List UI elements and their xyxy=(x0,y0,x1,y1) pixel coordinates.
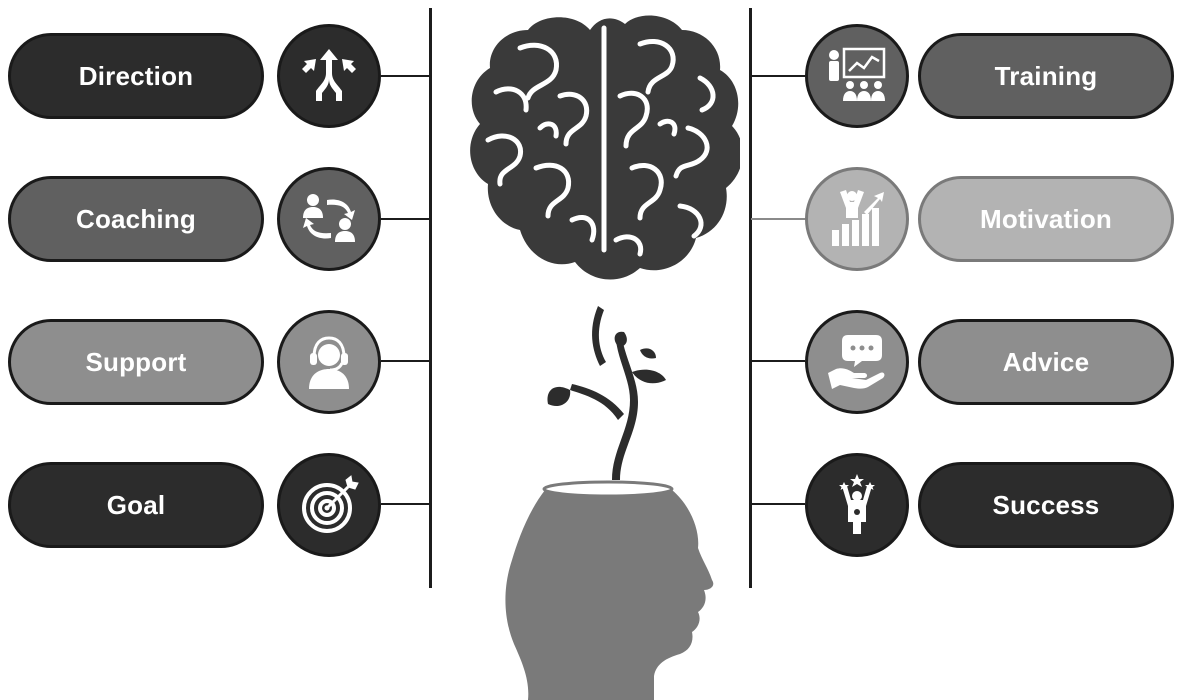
training-icon-badge xyxy=(805,24,909,128)
success-label: Success xyxy=(992,489,1100,520)
direction-icon-badge xyxy=(277,24,381,128)
connector-line xyxy=(381,503,430,505)
goal-label: Goal xyxy=(106,489,166,520)
connector-line xyxy=(381,218,430,220)
coaching-pill: Coaching xyxy=(8,176,264,262)
success-winner-icon xyxy=(839,474,875,534)
connector-line xyxy=(751,360,805,362)
central-illustration xyxy=(470,15,740,700)
advice-hand-speech-icon xyxy=(828,335,885,389)
direction-label: Direction xyxy=(78,60,194,91)
goal-icon-badge xyxy=(277,453,381,557)
connector-line xyxy=(381,360,430,362)
direction-arrows-icon xyxy=(302,49,356,101)
support-headset-icon xyxy=(309,336,349,389)
brain-icon xyxy=(470,15,740,280)
training-presentation-icon xyxy=(829,47,886,101)
support-label: Support xyxy=(85,346,187,377)
advice-label: Advice xyxy=(1002,346,1090,377)
motivation-pill: Motivation xyxy=(918,176,1174,262)
coaching-exchange-icon xyxy=(303,194,355,242)
coaching-label: Coaching xyxy=(75,203,197,234)
motivation-icon-badge xyxy=(805,167,909,271)
coaching-icon-badge xyxy=(277,167,381,271)
target-icon xyxy=(302,475,359,533)
training-pill: Training xyxy=(918,33,1174,119)
connector-line xyxy=(381,75,430,77)
support-icon-badge xyxy=(277,310,381,414)
success-pill: Success xyxy=(918,462,1174,548)
connector-line xyxy=(751,218,805,220)
connector-line xyxy=(751,503,805,505)
training-label: Training xyxy=(994,60,1098,91)
left-spine-line xyxy=(429,8,432,588)
connector-line xyxy=(751,75,805,77)
head-profile-icon xyxy=(505,480,714,700)
direction-pill: Direction xyxy=(8,33,264,119)
support-pill: Support xyxy=(8,319,264,405)
success-icon-badge xyxy=(805,453,909,557)
sprout-icon xyxy=(547,306,666,480)
motivation-label: Motivation xyxy=(980,203,1112,234)
right-spine-line xyxy=(749,8,752,588)
advice-icon-badge xyxy=(805,310,909,414)
motivation-growth-icon xyxy=(832,190,884,246)
goal-pill: Goal xyxy=(8,462,264,548)
advice-pill: Advice xyxy=(918,319,1174,405)
